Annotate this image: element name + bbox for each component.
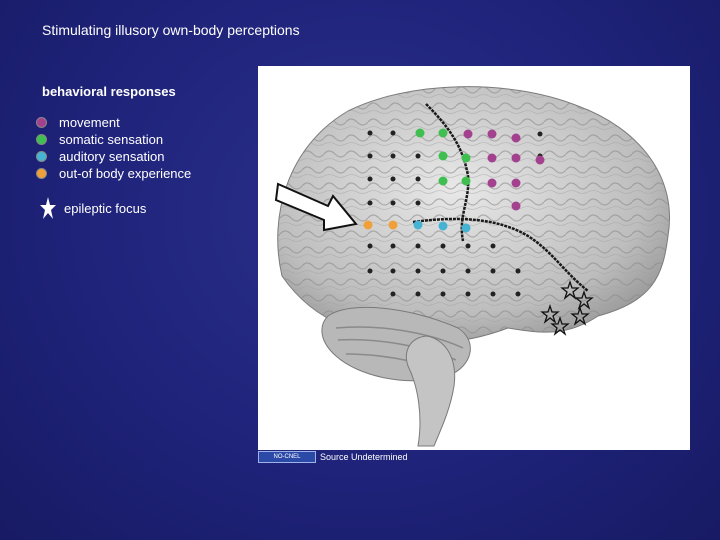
slide-title: Stimulating illusory own-body perception…	[42, 22, 300, 38]
legend: movement somatic sensation auditory sens…	[36, 114, 191, 182]
legend-label: out-of body experience	[59, 166, 192, 181]
legend-item-movement: movement	[36, 114, 191, 131]
legend-heading: behavioral responses	[42, 84, 176, 99]
legend-item-auditory: auditory sensation	[36, 148, 191, 165]
brain-illustration	[274, 86, 670, 447]
sylvian-fissure	[412, 217, 589, 292]
image-credit: NO-CNEL Source Undetermined	[258, 450, 408, 464]
legend-label: epileptic focus	[64, 200, 147, 216]
legend-label: somatic sensation	[59, 132, 164, 147]
legend-item-somatic: somatic sensation	[36, 131, 191, 148]
legend-item-epileptic-focus: epileptic focus	[40, 197, 146, 219]
brain-figure	[258, 66, 690, 450]
arrow-icon	[274, 182, 358, 232]
legend-label: movement	[59, 115, 120, 130]
movement-dot-icon	[36, 117, 47, 128]
star-icon	[40, 197, 56, 219]
legend-item-obe: out-of body experience	[36, 165, 191, 182]
source-text: Source Undetermined	[320, 452, 408, 462]
epileptic-focus-stars	[540, 279, 594, 336]
source-logo: NO-CNEL	[258, 451, 316, 463]
somatic-dot-icon	[36, 134, 47, 145]
electrode-grid	[363, 128, 545, 297]
obe-dot-icon	[36, 168, 47, 179]
brainstem	[405, 335, 456, 447]
auditory-dot-icon	[36, 151, 47, 162]
legend-label: auditory sensation	[59, 149, 165, 164]
